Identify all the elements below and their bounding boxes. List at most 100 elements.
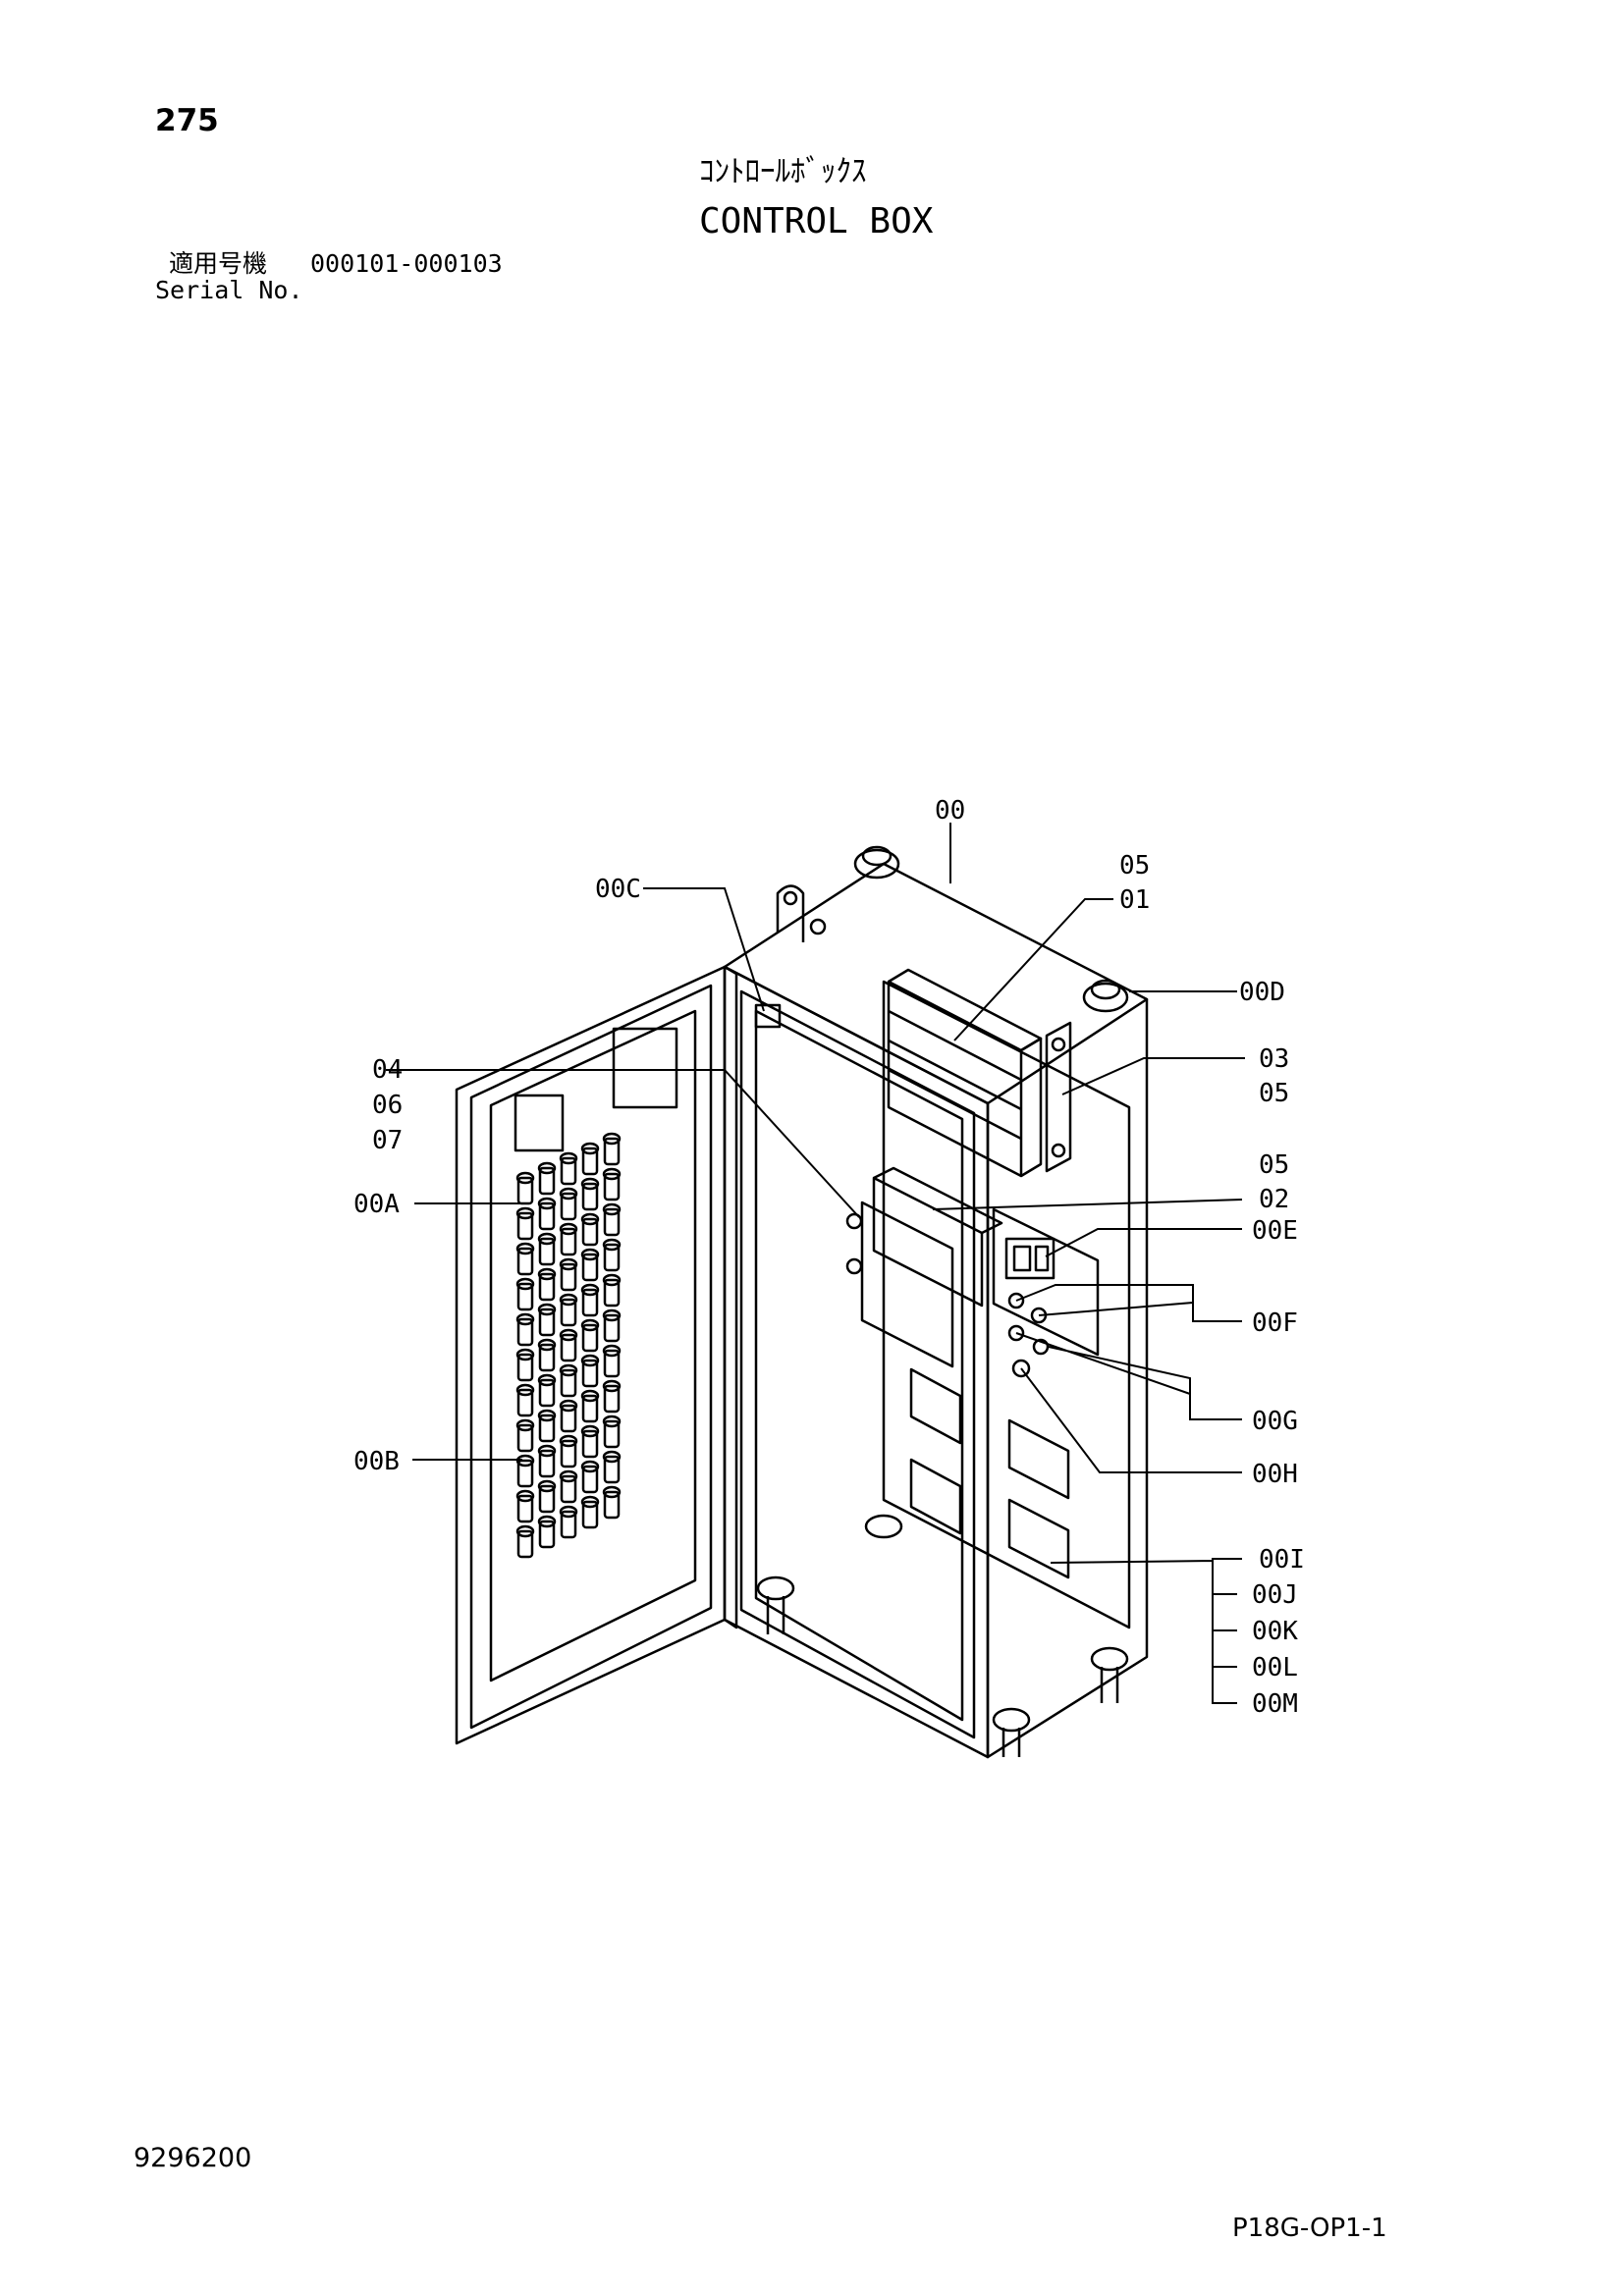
fuse	[516, 1423, 534, 1453]
fuse	[538, 1166, 556, 1196]
fuse	[603, 1207, 621, 1237]
fuse-cap	[602, 1202, 622, 1216]
leader-03	[1061, 1057, 1245, 1095]
fuse	[581, 1465, 599, 1494]
relay-unit-04-hole-bottom	[845, 1257, 863, 1275]
fuse-cap	[602, 1344, 622, 1358]
fuse	[581, 1429, 599, 1459]
controller-01-fin-1	[888, 1009, 1022, 1082]
fuse-cap	[602, 1450, 622, 1464]
fuse	[560, 1474, 577, 1504]
door-box-small	[514, 1094, 565, 1152]
fuse	[581, 1394, 599, 1423]
fuse-cap	[515, 1489, 535, 1503]
controller-01-top	[888, 968, 1043, 1052]
fuse-cap	[515, 1242, 535, 1255]
callout-06: 06	[372, 1091, 403, 1120]
serial-range: 000101-000103	[310, 249, 503, 278]
fuse	[581, 1359, 599, 1388]
serial-label-english: Serial No.	[155, 276, 303, 304]
fuse-cap	[602, 1132, 622, 1146]
fuse	[581, 1182, 599, 1211]
top-cap	[809, 918, 827, 935]
fuse-cap	[537, 1161, 557, 1175]
fuse	[560, 1227, 577, 1256]
top-left-boss	[754, 1003, 782, 1029]
fuse	[516, 1176, 534, 1205]
fuse	[603, 1243, 621, 1272]
fuse-cap	[580, 1248, 600, 1261]
terminal-00F-a	[1007, 1292, 1025, 1309]
fuse-cap	[580, 1142, 600, 1155]
bracket-03-hole-top	[1051, 1037, 1066, 1052]
bottom-bushing-right	[1090, 1646, 1129, 1672]
relay-unit-04	[860, 1201, 954, 1368]
callout-00G: 00G	[1252, 1407, 1298, 1436]
connector-plate	[992, 1207, 1100, 1357]
leader-04	[386, 1069, 860, 1218]
callout-00H: 00H	[1252, 1460, 1298, 1489]
callout-00M: 00M	[1252, 1689, 1298, 1719]
fuse-cap	[602, 1238, 622, 1252]
document-number: 9296200	[134, 2143, 252, 2173]
fuse-cap	[537, 1197, 557, 1210]
callout-00I: 00I	[1259, 1545, 1305, 1575]
controller-01-side	[1020, 1037, 1043, 1178]
fuse	[581, 1147, 599, 1176]
fuse-cap	[537, 1444, 557, 1458]
callout-00C: 00C	[595, 875, 641, 904]
fuse-cap	[559, 1293, 578, 1307]
controller-02-front	[872, 1176, 984, 1308]
callout-00A: 00A	[353, 1190, 400, 1219]
fuse	[538, 1272, 556, 1302]
right-bushing-00D-ring	[1090, 979, 1121, 1000]
bottom-bushing-left	[756, 1575, 795, 1601]
relay-left-top	[909, 1367, 962, 1445]
leader-00F	[1015, 1284, 1242, 1322]
callout-00L: 00L	[1252, 1653, 1298, 1682]
cabinet-gasket	[754, 1009, 964, 1722]
callout-00E: 00E	[1252, 1216, 1298, 1246]
fuse	[538, 1414, 556, 1443]
door-hinge-edge	[724, 965, 738, 1629]
fuse-cap	[515, 1383, 535, 1397]
fuse	[538, 1237, 556, 1266]
page-number: 275	[155, 103, 219, 138]
terminal-00H	[1011, 1359, 1031, 1378]
fuse-cap	[559, 1469, 578, 1483]
fuse-cap	[559, 1328, 578, 1342]
fuse	[516, 1211, 534, 1241]
fuse	[516, 1529, 534, 1559]
fuse-cap	[580, 1424, 600, 1438]
fuse-cap	[580, 1283, 600, 1297]
bottom-stud-right	[1100, 1667, 1119, 1703]
callout-07: 07	[372, 1126, 403, 1155]
leader-00H	[1020, 1367, 1242, 1473]
fuse	[603, 1490, 621, 1520]
fuse	[516, 1353, 534, 1382]
right-bushing-00D	[1082, 982, 1129, 1013]
serial-label-japanese: 適用号機	[169, 249, 268, 278]
fuse-cap	[580, 1354, 600, 1367]
fuse-cap	[537, 1232, 557, 1246]
fuse	[516, 1494, 534, 1523]
terminal-00G-a	[1007, 1324, 1025, 1342]
fuse	[538, 1378, 556, 1408]
page-code: P18G-OP1-1	[1232, 2214, 1387, 2243]
fuse-cap	[580, 1212, 600, 1226]
fuse-cap	[580, 1389, 600, 1403]
fuse-cap	[559, 1363, 578, 1377]
fuse	[603, 1455, 621, 1484]
fuse-cap	[580, 1177, 600, 1191]
leader-00I-group	[1050, 1558, 1242, 1704]
fuse-cap	[602, 1379, 622, 1393]
bottom-stud-left	[766, 1596, 785, 1634]
fuse	[560, 1404, 577, 1433]
callout-05-middle: 05	[1259, 1079, 1289, 1108]
fuse	[516, 1388, 534, 1417]
fuse	[603, 1313, 621, 1343]
callout-00B: 00B	[353, 1447, 400, 1476]
top-bushing-00	[853, 848, 900, 880]
fuse	[560, 1333, 577, 1362]
callout-05-lower: 05	[1259, 1150, 1289, 1180]
